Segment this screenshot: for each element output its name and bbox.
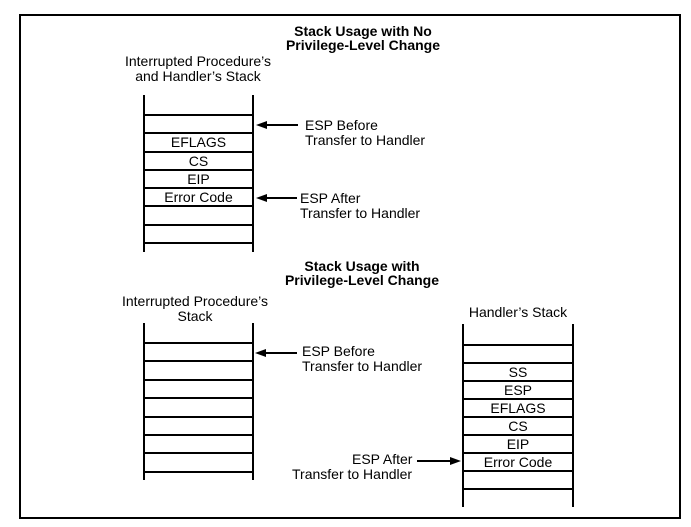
bottom-left-stack-label: Interrupted Procedure’s Stack [121,293,269,324]
bottom-section-title: Stack Usage with Privilege-Level Change [284,258,440,288]
stack-row [464,470,572,488]
esp-after-arrow-top [256,193,297,202]
esp-after-label-bottom-line1: ESP After [352,451,413,467]
arrow-shaft [267,196,297,199]
stack-row [145,360,252,378]
stack-row [464,344,572,362]
stack-row [145,114,252,132]
esp-before-arrow-top [256,120,298,129]
stack-row: SS [464,362,572,380]
esp-before-label-bottom: ESP Before Transfer to Handler [302,343,423,374]
stack-row [145,223,252,242]
interrupted-procedure-stack-rows [145,342,252,473]
arrow-shaft [266,351,297,354]
stack-row [145,433,252,452]
interrupted-procedure-stack [143,323,254,480]
stack-row [145,397,252,415]
stack-row: EFLAGS [464,398,572,416]
stack-row [145,342,252,360]
stack-row: CS [464,416,572,434]
arrowhead-left-icon [256,193,267,202]
stack-row [145,378,252,397]
top-section-title: Stack Usage with No Privilege-Level Chan… [285,23,441,53]
arrowhead-right-icon [450,456,461,465]
esp-after-label-bottom-line2: Transfer to Handler [292,466,413,482]
stack-row: EIP [464,434,572,452]
stack-row [145,205,252,223]
stack-row: Error Code [464,452,572,470]
stack-row: ESP [464,380,572,398]
top-stack-label: Interrupted Procedure’s and Handler’s St… [124,53,272,84]
esp-before-label-top: ESP Before Transfer to Handler [305,117,426,148]
handlers-stack-label: Handler’s Stack [468,304,568,320]
stack-row: CS [145,150,252,169]
stack-row: EFLAGS [145,132,252,150]
stack-row: EIP [145,168,252,187]
esp-after-label-top: ESP After Transfer to Handler [300,190,421,221]
arrowhead-left-icon [255,348,266,357]
esp-after-arrow-bottom [417,456,461,465]
arrow-shaft [267,123,298,126]
stack-row [145,452,252,470]
stack-row [145,415,252,434]
esp-before-arrow-bottom [255,348,297,357]
arrow-shaft [417,459,450,462]
stack-row: Error Code [145,187,252,205]
arrowhead-left-icon [256,120,267,129]
figure-border [19,14,681,519]
